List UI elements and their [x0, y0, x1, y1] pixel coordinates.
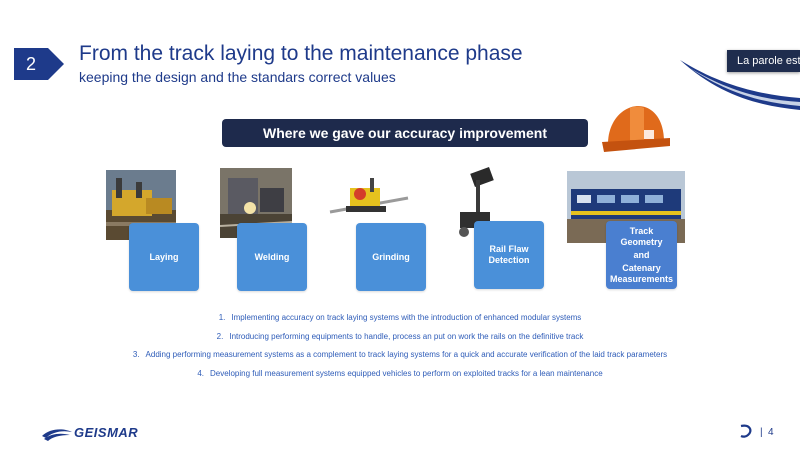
- phase-box-laying: Laying: [129, 223, 199, 291]
- geismar-mark-icon: [740, 424, 752, 438]
- list-text: Introducing performing equipments to han…: [229, 332, 584, 341]
- hard-hat-icon: [602, 106, 670, 152]
- list-text: Adding performing measurement systems as…: [145, 350, 668, 359]
- page-separator: |: [760, 427, 763, 438]
- list-item: 3. Adding performing measurement systems …: [0, 350, 800, 359]
- list-item: 4. Developing full measurement systems eq…: [0, 369, 800, 378]
- list-item: 2. Introducing performing equipments to h…: [0, 332, 800, 341]
- page-subtitle: keeping the design and the standars corr…: [79, 69, 396, 85]
- phase-box-welding: Welding: [237, 223, 307, 291]
- list-text: Implementing accuracy on track laying sy…: [231, 313, 582, 322]
- list-text: Developing full measurement systems equi…: [210, 369, 603, 378]
- list-number: 3.: [132, 350, 140, 359]
- geismar-logo-mark: [42, 429, 72, 441]
- phase-label: Welding: [254, 251, 290, 262]
- section-badge: [14, 48, 64, 80]
- phase-label: Grinding: [372, 251, 410, 262]
- phase-label-line: Track: [629, 225, 654, 236]
- geismar-logo: GEISMAR: [74, 425, 139, 440]
- section-number: 2: [25, 54, 36, 74]
- phase-label-line: Catenary: [622, 262, 661, 273]
- grinding-machine-photo: [326, 172, 412, 230]
- page-title: From the track laying to the maintenance…: [79, 42, 523, 65]
- list-number: 2.: [216, 332, 224, 341]
- page-number: 4: [768, 427, 774, 438]
- phase-label: Rail Flaw Detection: [488, 244, 530, 265]
- header-tag: La parole est: [727, 50, 800, 72]
- banner-heading: Where we gave our accuracy improvement: [222, 119, 588, 147]
- header-swoosh: [680, 60, 800, 110]
- phase-box-track-geometry: Track Geometry and Catenary Measurements: [606, 221, 677, 289]
- phase-label-line: Geometry: [620, 236, 663, 247]
- phase-box-rail-flaw-detection: Rail Flaw Detection: [474, 221, 544, 289]
- phase-label: Laying: [149, 251, 179, 262]
- list-number: 4.: [197, 369, 204, 378]
- list-number: 1.: [218, 313, 226, 322]
- welding-photo: [220, 168, 292, 238]
- phase-label-line: Measurements: [609, 273, 674, 284]
- phase-box-grinding: Grinding: [356, 223, 426, 291]
- phase-label-line: and: [633, 249, 650, 260]
- list-item: 1. Implementing accuracy on track laying …: [0, 313, 800, 322]
